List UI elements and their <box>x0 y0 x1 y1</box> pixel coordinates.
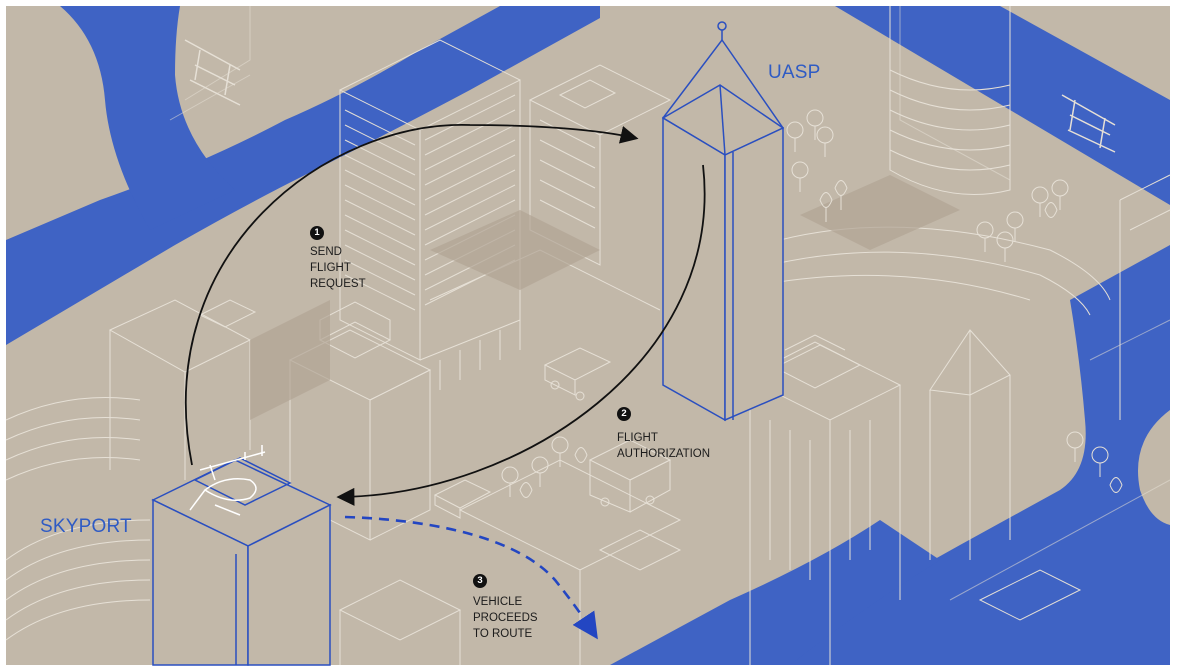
flow-arrows <box>185 124 706 640</box>
step-3-caption: VEHICLE PROCEEDS TO ROUTE <box>473 594 538 642</box>
streets <box>6 6 1170 665</box>
step-1-caption: SEND FLIGHT REQUEST <box>310 244 366 292</box>
step-2-line-2: AUTHORIZATION <box>617 448 711 460</box>
uasp-tower <box>661 21 785 422</box>
trees <box>501 109 1123 498</box>
street-south <box>610 520 940 665</box>
step-3-badge: 3 <box>473 574 487 588</box>
city-blocks <box>5 6 1171 665</box>
step-2-caption: FLIGHT AUTHORIZATION <box>617 430 710 462</box>
skyport-label: SKYPORT <box>40 516 132 537</box>
arrow-send-request <box>185 124 639 466</box>
street-northeast <box>835 6 1170 205</box>
arrow-authorization <box>336 164 706 506</box>
step-2-line-1: FLIGHT <box>617 432 658 444</box>
step-1-line-1: SEND <box>310 246 342 258</box>
street-northwest <box>6 6 600 345</box>
uasp-label: UASP <box>768 62 821 83</box>
drones <box>184 39 1116 153</box>
shadows <box>250 175 960 420</box>
street-northwest-spur <box>60 6 235 230</box>
step-3-line-1: VEHICLE <box>473 596 523 608</box>
step-1-line-2: FLIGHT <box>310 262 351 274</box>
helicopter <box>189 445 266 516</box>
vehicles <box>433 347 672 519</box>
street-overlays <box>169 6 1171 601</box>
step-1-badge: 1 <box>310 226 324 240</box>
street-east <box>760 245 1170 665</box>
step-3-line-2: PROCEEDS <box>473 612 538 624</box>
skyport-building <box>151 457 332 666</box>
step-1-line-3: REQUEST <box>310 278 366 290</box>
step-3-line-3: TO ROUTE <box>473 628 533 640</box>
step-2-badge: 2 <box>617 407 631 421</box>
